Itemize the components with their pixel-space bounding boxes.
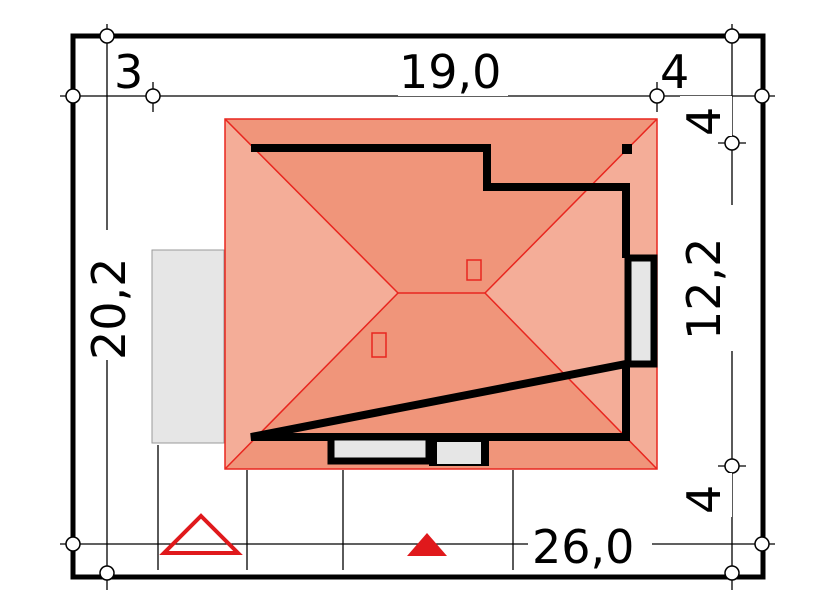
wall-stub <box>481 437 489 466</box>
terrace <box>151 249 225 444</box>
porch <box>327 433 433 465</box>
roof-face-top <box>225 119 657 293</box>
triangle-filled-icon <box>407 533 447 556</box>
dim-label-top-left: 3 <box>114 45 143 99</box>
chimney <box>622 144 632 154</box>
plot-boundary <box>70 33 766 580</box>
wall-stub <box>429 437 437 466</box>
roof-face-left <box>225 119 398 469</box>
roof <box>224 118 658 470</box>
external-walls <box>250 144 630 441</box>
bay-window-right <box>624 254 658 368</box>
dim-label-left-vertical: 20,2 <box>82 258 136 360</box>
dim-label-bottom: 26,0 <box>532 520 634 574</box>
entrance-step <box>432 440 486 466</box>
dim-label-right-bottom: 4 <box>677 485 731 514</box>
dimension-markers <box>65 28 770 581</box>
roof-window <box>371 332 387 358</box>
roof-window <box>466 259 482 281</box>
triangle-outline-icon <box>159 513 243 555</box>
dim-label-right-center: 12,2 <box>677 238 731 340</box>
dim-label-right-top: 4 <box>677 107 731 136</box>
roof-face-right <box>485 119 657 469</box>
dim-label-top-center: 19,0 <box>399 45 501 99</box>
dim-label-top-right: 4 <box>660 45 689 99</box>
